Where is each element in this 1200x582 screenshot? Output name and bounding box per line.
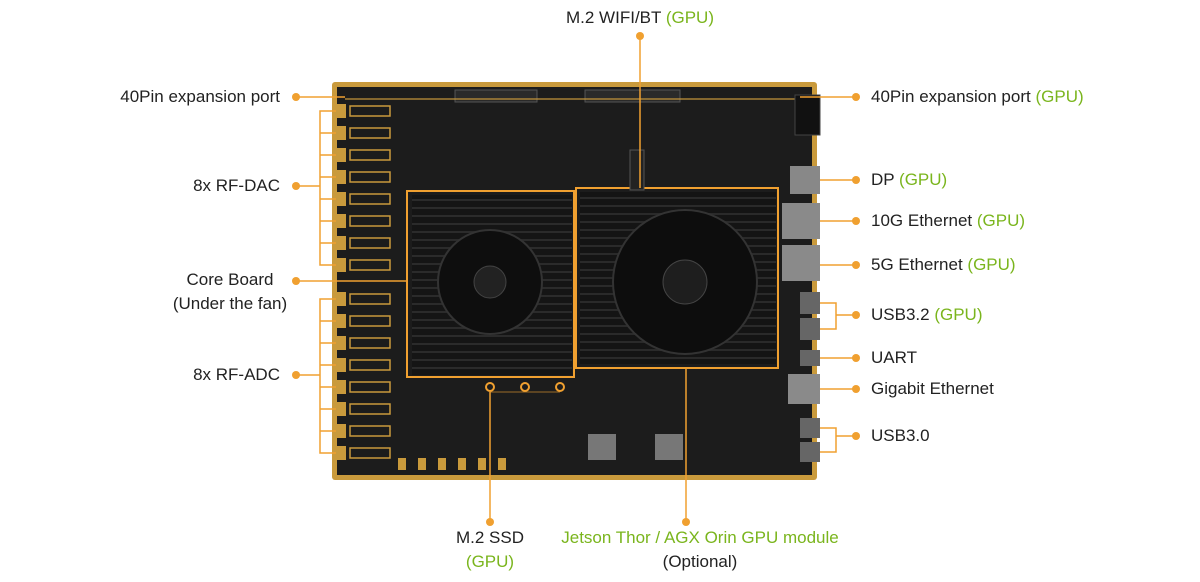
label-usb30-text: USB3.0 [871, 426, 930, 445]
m2-ssd-mounts [485, 382, 565, 392]
label-10g-tag: (GPU) [976, 211, 1026, 230]
label-40pin-left: 40Pin expansion port [60, 87, 280, 107]
label-jetson-line1: Jetson Thor / AGX Orin GPU module [561, 528, 839, 547]
label-40pin-right-text: 40Pin expansion port [871, 87, 1031, 106]
label-rf-dac-text: 8x RF-DAC [193, 176, 280, 195]
label-usb32-text: USB3.2 [871, 305, 930, 324]
uart-port [800, 350, 820, 366]
usb30-port-1 [800, 418, 820, 438]
label-5g: 5G Ethernet (GPU) [871, 255, 1016, 275]
label-wifi-tag: (GPU) [665, 8, 714, 27]
bottom-connectors [398, 458, 506, 470]
header-connector-left [454, 89, 538, 103]
label-uart-text: UART [871, 348, 917, 367]
label-core-board: Core Board (Under the fan) [130, 270, 330, 314]
label-wifi-text: M.2 WIFI/BT [566, 8, 662, 27]
gpu-module-heatsink [580, 192, 776, 364]
label-5g-tag: (GPU) [967, 255, 1016, 274]
sd-slot-1 [588, 434, 616, 460]
usb32-port-2 [800, 318, 820, 340]
eth-5g-port [782, 245, 820, 281]
label-rf-adc: 8x RF-ADC [60, 365, 280, 385]
label-core-board-line1: Core Board [186, 270, 274, 289]
label-m2-ssd: M.2 SSD (GPU) [430, 528, 550, 572]
label-dp-tag: (GPU) [899, 170, 948, 189]
gpu-module-highlight [575, 187, 779, 369]
usb30-port-2 [800, 442, 820, 462]
header-connector-right [584, 89, 681, 103]
core-board-heatsink [412, 195, 572, 375]
label-dp: DP (GPU) [871, 170, 947, 190]
wifi-slot [629, 149, 645, 191]
leader-dots [292, 32, 860, 526]
rf-adc-connectors [336, 292, 391, 460]
label-40pin-right-tag: (GPU) [1035, 87, 1084, 106]
label-rf-adc-text: 8x RF-ADC [193, 365, 280, 384]
label-10g: 10G Ethernet (GPU) [871, 211, 1025, 231]
label-gbe: Gigabit Ethernet [871, 379, 994, 399]
label-usb32: USB3.2 (GPU) [871, 305, 983, 325]
label-dp-text: DP [871, 170, 895, 189]
label-10g-text: 10G Ethernet [871, 211, 973, 230]
label-m2-ssd-line1: M.2 SSD [455, 528, 525, 547]
label-wifi: M.2 WIFI/BT (GPU) [540, 8, 740, 28]
label-rf-dac: 8x RF-DAC [60, 176, 280, 196]
label-5g-text: 5G Ethernet [871, 255, 963, 274]
sd-slot-2 [655, 434, 683, 460]
rf-dac-connectors [336, 104, 391, 272]
label-usb30: USB3.0 [871, 426, 930, 446]
power-jack [794, 94, 821, 136]
label-uart: UART [871, 348, 917, 368]
label-core-board-line2: (Under the fan) [172, 294, 288, 313]
label-jetson: Jetson Thor / AGX Orin GPU module (Optio… [540, 528, 860, 572]
eth-10g-port [782, 203, 820, 239]
gbe-port [788, 374, 820, 404]
usb32-port-1 [800, 292, 820, 314]
label-40pin-left-text: 40Pin expansion port [120, 87, 280, 106]
label-gbe-text: Gigabit Ethernet [871, 379, 994, 398]
label-jetson-line2: (Optional) [662, 552, 738, 571]
label-usb32-tag: (GPU) [934, 305, 983, 324]
dp-port [790, 166, 820, 194]
label-40pin-right: 40Pin expansion port (GPU) [871, 87, 1084, 107]
label-m2-ssd-line2: (GPU) [465, 552, 515, 571]
core-board-highlight [406, 190, 575, 378]
